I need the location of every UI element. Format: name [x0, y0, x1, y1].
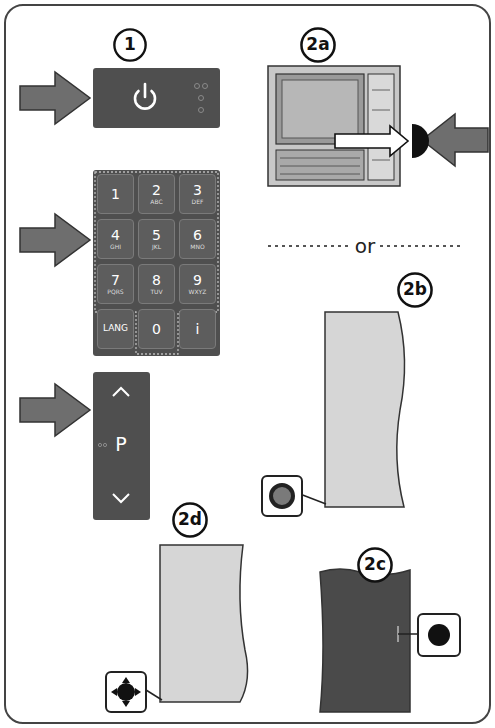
control-button: [271, 485, 293, 507]
callout-number: 2a: [300, 27, 336, 63]
node-text: 9: [193, 273, 202, 288]
divider-label: or: [350, 235, 380, 257]
key-letters: GHI: [110, 244, 121, 250]
node-text: 2d: [178, 511, 202, 529]
node-text: 7: [111, 273, 120, 288]
tv-rear-panel: [320, 569, 410, 712]
key-letters: JKL: [152, 244, 161, 250]
remote-key: 4GHI: [97, 219, 134, 259]
remote-key: 0: [138, 309, 175, 349]
ir-sensor: [412, 124, 429, 158]
tv-side-panel: [160, 545, 248, 702]
remote-key: 7PQRS: [97, 264, 134, 304]
remote-key: 8TUV: [138, 264, 175, 304]
joystick-symbol: [111, 677, 141, 707]
remote-key: 2ABC: [138, 174, 175, 214]
leader-line: [146, 690, 162, 700]
callout-number: 1: [113, 28, 147, 62]
node-text: 1: [111, 187, 120, 202]
key-letters: WXYZ: [189, 289, 207, 295]
key-letters: DEF: [192, 199, 204, 205]
joystick-callout: [106, 672, 146, 712]
remote-key: 9WXYZ: [179, 264, 216, 304]
remote-key: i: [179, 309, 216, 349]
down-chevron: [113, 494, 129, 502]
node-text: 2a: [306, 36, 329, 54]
remote-key: 6MNO: [179, 219, 216, 259]
node-text: 2c: [364, 556, 386, 574]
node-text: 1: [124, 36, 136, 54]
callout-number: 2b: [397, 272, 433, 308]
node-text: 2b: [403, 281, 427, 299]
node-text: i: [196, 322, 200, 337]
power-panel: [93, 68, 220, 128]
node-text: 0: [152, 322, 161, 337]
remote-key: 3DEF: [179, 174, 216, 214]
remote-key: LANG: [97, 309, 134, 349]
button-callout: [418, 614, 460, 656]
callout-number: 2d: [172, 502, 208, 538]
rocker-dots: [98, 443, 106, 446]
node-text: P: [115, 435, 126, 455]
programme-rocker: P: [106, 430, 136, 460]
dotted-highlight: [95, 172, 218, 354]
pointer-arrow: [20, 72, 90, 124]
power-icon: [144, 84, 147, 97]
up-chevron: [113, 388, 129, 396]
button-callout: [262, 476, 302, 516]
node-text: LANG: [103, 324, 128, 333]
leader-line: [300, 494, 326, 504]
node-text: 4: [111, 228, 120, 243]
remote-key: 1: [97, 174, 134, 214]
keypad-panel: [93, 170, 220, 356]
control-button: [428, 624, 450, 646]
leader-line: [398, 633, 418, 635]
key-letters: TUV: [150, 289, 162, 295]
pointer-arrow: [20, 384, 90, 436]
node-text: 6: [193, 228, 202, 243]
tv-side-panel: [325, 312, 405, 507]
indicator-dots: [195, 84, 208, 113]
rocker-panel: [93, 372, 150, 520]
pointer-arrows: [20, 72, 488, 436]
outer-frame: [5, 5, 490, 723]
remote-key: 5JKL: [138, 219, 175, 259]
tv-illustration: [268, 66, 408, 186]
node-text: 3: [193, 183, 202, 198]
callout-number: 2c: [357, 547, 393, 583]
key-letters: PQRS: [107, 289, 123, 295]
pointer-arrow: [422, 114, 488, 166]
key-letters: ABC: [150, 199, 162, 205]
node-text: 5: [152, 228, 161, 243]
node-text: 8: [152, 273, 161, 288]
node-text: 2: [152, 183, 161, 198]
key-letters: MNO: [190, 244, 204, 250]
pointer-arrow: [20, 214, 90, 266]
